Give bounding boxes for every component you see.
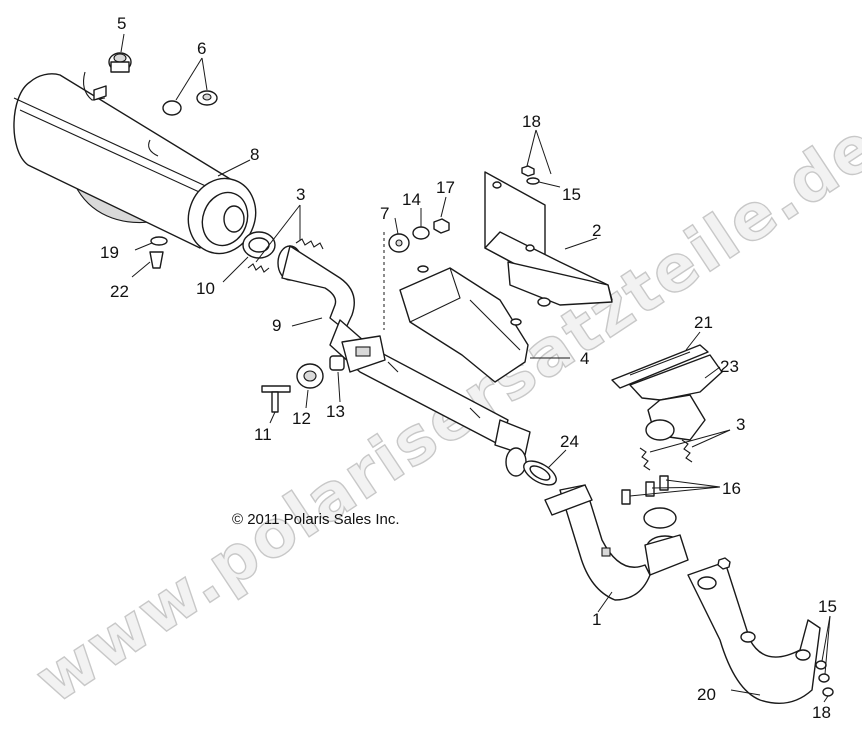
washer-19 <box>150 236 168 246</box>
callout-7: 7 <box>380 204 389 223</box>
gasket-10 <box>242 231 276 259</box>
bracket-2 <box>484 171 613 306</box>
hardware-15-18-lower <box>815 660 834 697</box>
manifold-flange-23 <box>629 354 723 441</box>
callout-22: 22 <box>110 282 129 301</box>
callout-18-upper: 18 <box>522 112 541 131</box>
callout-19: 19 <box>100 243 119 262</box>
spacer-13 <box>329 355 345 371</box>
callout-6: 6 <box>197 39 206 58</box>
nut-17 <box>433 218 450 234</box>
callout-5: 5 <box>117 14 126 33</box>
bolt-11 <box>261 385 291 413</box>
callout-12: 12 <box>292 409 311 428</box>
washer-7 <box>388 233 410 253</box>
callout-14: 14 <box>402 190 421 209</box>
callout-1: 1 <box>592 610 601 629</box>
muffler <box>13 71 257 255</box>
heat-shield-20 <box>687 557 821 704</box>
callout-24: 24 <box>560 432 579 451</box>
springs-3-lower <box>639 439 693 471</box>
callout-18-lower: 18 <box>812 703 831 722</box>
fastener-22 <box>149 251 164 269</box>
grommet-5 <box>108 52 132 73</box>
callout-9: 9 <box>272 316 281 335</box>
callout-23: 23 <box>720 357 739 376</box>
callout-3-lower: 3 <box>736 415 745 434</box>
callout-21: 21 <box>694 313 713 332</box>
callout-8: 8 <box>250 145 259 164</box>
callout-16: 16 <box>722 479 741 498</box>
gasket-24 <box>523 460 557 486</box>
springs-3-upper <box>247 238 324 273</box>
callout-15-upper: 15 <box>562 185 581 204</box>
hardware-18-15-upper <box>510 165 551 326</box>
exhaust-pipe-9 <box>277 245 531 477</box>
bolts-16 <box>621 475 669 505</box>
grommet-12 <box>296 363 324 389</box>
callout-17: 17 <box>436 178 455 197</box>
head-pipe-1 <box>544 484 689 601</box>
callout-4: 4 <box>580 349 589 368</box>
copyright-text: © 2011 Polaris Sales Inc. <box>232 511 400 528</box>
callout-3-upper: 3 <box>296 185 305 204</box>
gasket-21 <box>611 344 709 389</box>
callout-20: 20 <box>697 685 716 704</box>
leader-lines <box>120 33 831 703</box>
callout-labels: 5 6 8 3 19 22 10 9 11 12 13 7 14 17 18 1… <box>100 14 837 722</box>
callout-10: 10 <box>196 279 215 298</box>
callout-11: 11 <box>254 425 272 444</box>
heat-shield-4 <box>399 265 529 383</box>
callout-2: 2 <box>592 221 601 240</box>
callout-13: 13 <box>326 402 345 421</box>
callout-15-lower: 15 <box>818 597 837 616</box>
washer-14 <box>412 226 430 240</box>
grommets-6 <box>162 90 218 116</box>
